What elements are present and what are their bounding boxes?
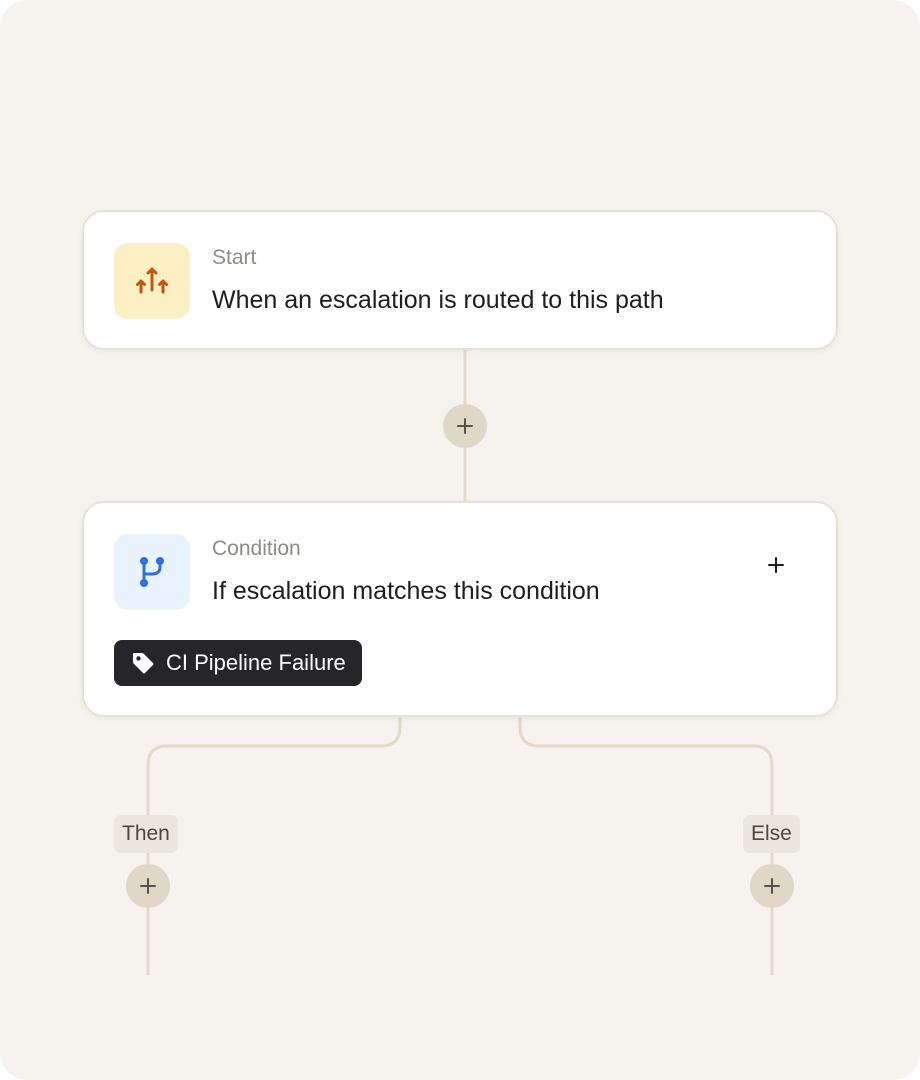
escalation-arrows-icon [136, 267, 168, 294]
then-add-step-button[interactable] [126, 864, 170, 908]
plus-icon [768, 557, 784, 573]
condition-tag-label: CI Pipeline Failure [166, 650, 346, 675]
add-condition-button[interactable] [758, 547, 794, 583]
condition-step-kicker: Condition [212, 537, 301, 560]
start-step-title: When an escalation is routed to this pat… [212, 286, 664, 314]
then-branch-label: Then [114, 815, 178, 853]
start-step-card[interactable]: Start When an escalation is routed to th… [82, 210, 838, 350]
else-add-step-button[interactable] [750, 864, 794, 908]
condition-step-title: If escalation matches this condition [212, 577, 600, 605]
connector-else-branch [518, 716, 774, 975]
plus-icon [764, 878, 780, 894]
tag-icon [130, 650, 156, 676]
start-icon-container [114, 243, 190, 319]
condition-step-card[interactable]: Condition If escalation matches this con… [82, 501, 838, 717]
condition-icon-container [114, 534, 190, 610]
plus-icon [457, 418, 473, 434]
condition-tag[interactable]: CI Pipeline Failure [114, 640, 362, 686]
plus-icon [140, 878, 156, 894]
else-branch-label: Else [743, 815, 800, 853]
connector-then-branch [146, 716, 402, 975]
add-step-button[interactable] [443, 404, 487, 448]
branch-icon [140, 557, 164, 587]
start-step-kicker: Start [212, 246, 257, 269]
